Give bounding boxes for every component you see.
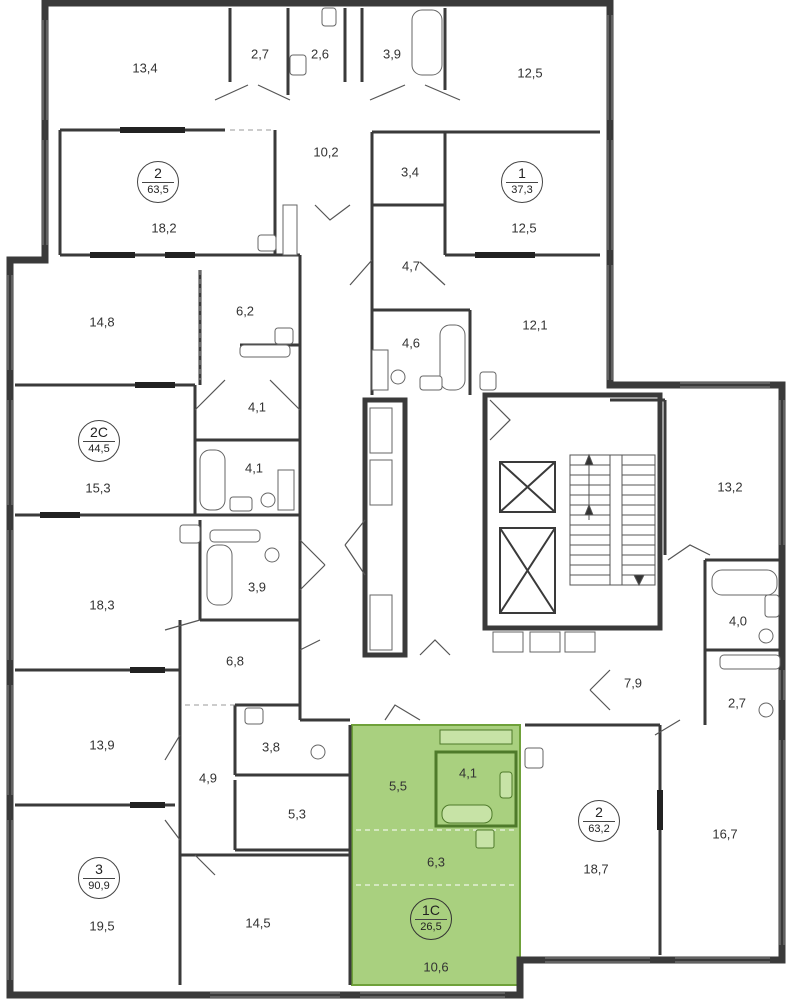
sink-icon (499, 771, 513, 799)
room-area: 18,7 (583, 861, 609, 877)
apartment-type: 1С (422, 902, 440, 918)
room-area: 12,5 (517, 65, 543, 81)
doors (164, 84, 711, 876)
room-area: 19,5 (89, 918, 115, 934)
room-area: 13,9 (89, 737, 115, 753)
room-area: 3,9 (247, 579, 267, 595)
room-area: 2,6 (310, 46, 330, 62)
apartment-area: 90,9 (83, 878, 115, 893)
room-area: 4,1 (458, 765, 478, 781)
apartment-area: 63,5 (142, 182, 174, 197)
apartment-area: 37,3 (506, 182, 538, 197)
room-area: 16,7 (712, 826, 738, 842)
room-area: 4,9 (198, 770, 218, 786)
room-area: 7,9 (623, 675, 643, 691)
room-area: 6,3 (426, 854, 446, 870)
bathroom-fixtures (179, 7, 781, 769)
apartment-badge[interactable]: 1 37,3 (501, 161, 543, 203)
wall-thick-segments (40, 127, 663, 830)
room-area: 5,5 (388, 778, 408, 794)
room-area: 10,6 (423, 959, 449, 975)
room-area: 10,2 (313, 144, 339, 160)
room-area: 15,3 (85, 480, 111, 496)
room-area: 13,4 (132, 60, 158, 76)
apartment-badge[interactable]: 2С 44,5 (78, 420, 120, 462)
kitchen-units (277, 204, 596, 653)
apartment-type: 2 (595, 804, 603, 820)
room-area: 4,7 (401, 258, 421, 274)
room-area: 18,3 (89, 597, 115, 613)
room-area: 13,2 (717, 479, 743, 495)
room-area: 12,5 (511, 220, 537, 236)
room-area: 6,8 (225, 653, 245, 669)
bathroom-outline (434, 750, 518, 828)
room-area: 4,1 (244, 460, 264, 476)
room-area: 12,1 (522, 317, 548, 333)
apartment-type: 2С (90, 424, 108, 440)
stairs (569, 453, 656, 587)
apartment-badge-selected[interactable]: 1С 26,5 (410, 898, 452, 940)
room-area: 4,0 (728, 613, 748, 629)
apartment-badge[interactable]: 3 90,9 (78, 857, 120, 899)
dashed-partitions (185, 129, 275, 706)
room-area: 4,1 (247, 399, 267, 415)
room-area: 4,6 (401, 335, 421, 351)
room-area: 14,8 (89, 314, 115, 330)
room-area: 2,7 (250, 46, 270, 62)
washer-icon (475, 829, 495, 849)
room-area: 18,2 (151, 220, 177, 236)
apartment-area: 63,2 (583, 821, 615, 836)
apartment-badge[interactable]: 2 63,5 (137, 161, 179, 203)
bathtub-icon (441, 804, 493, 824)
elevators (499, 461, 556, 614)
room-area: 3,8 (261, 739, 281, 755)
apartment-type: 3 (95, 861, 103, 877)
room-area: 2,7 (727, 695, 747, 711)
core-walls (362, 392, 663, 658)
kitchen-counter-icon (439, 729, 513, 745)
apartment-area: 44,5 (83, 441, 115, 456)
apartment-badge[interactable]: 2 63,2 (578, 800, 620, 842)
apartment-type: 2 (154, 165, 162, 181)
room-area: 14,5 (245, 915, 271, 931)
windows (7, 15, 785, 998)
apartment-area: 26,5 (415, 919, 447, 934)
apartment-type: 1 (518, 165, 526, 181)
room-area: 6,2 (235, 303, 255, 319)
room-area: 3,4 (400, 164, 420, 180)
room-area: 3,9 (382, 46, 402, 62)
room-area: 5,3 (287, 806, 307, 822)
outer-walls (6, 0, 786, 999)
